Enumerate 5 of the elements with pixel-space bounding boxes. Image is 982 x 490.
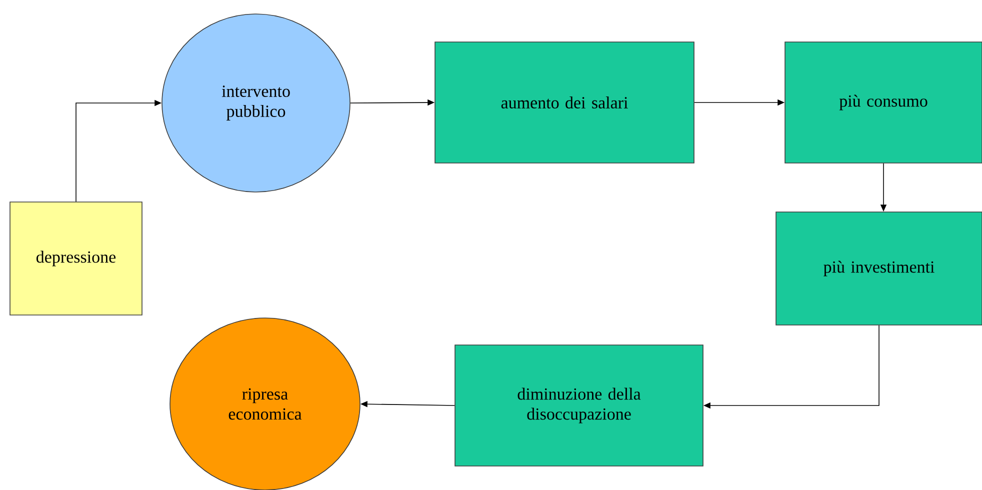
process-box: aumento dei salari xyxy=(434,42,694,164)
process-box: più consumo xyxy=(784,42,982,164)
process-box: depressione xyxy=(10,202,142,316)
process-box: più investimenti xyxy=(776,212,982,326)
process-box: diminuzione della disoccupazione xyxy=(454,344,704,466)
